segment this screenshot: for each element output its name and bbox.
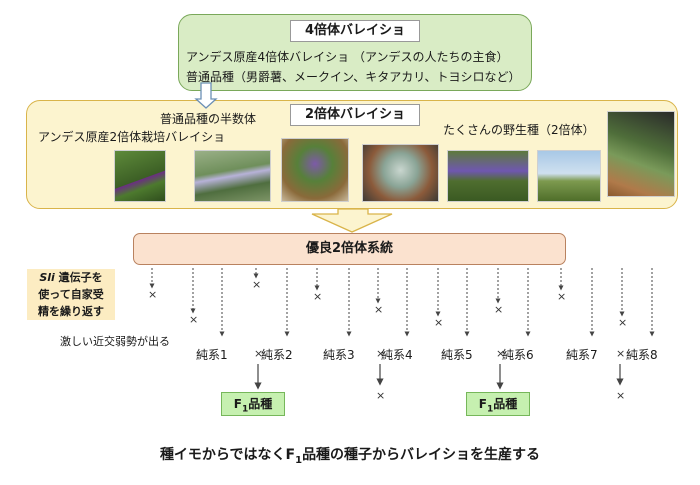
pure-line-6: 純系6 [502, 348, 534, 362]
pure-line-cross-3: × [496, 347, 506, 360]
f1-letter: F [478, 397, 487, 411]
cross-mark: × [189, 313, 199, 326]
plant-photo-7 [607, 111, 675, 197]
f1-letter: F [233, 397, 242, 411]
pure-line-2: 純系2 [261, 348, 293, 362]
haploid-label: 普通品種の半数体 [160, 112, 257, 126]
f1-subscript: 1 [486, 404, 494, 415]
footer-caption: 種イモからではなくF1品種の種子からバレイショを生産する [0, 444, 700, 466]
tetraploid-andes-text: アンデス原産4倍体バレイショ （アンデスの人たちの主食） [186, 50, 509, 64]
cross-mark: × [148, 288, 158, 301]
plant-photo-3 [281, 138, 349, 202]
diploid-title: 2倍体バレイショ [290, 104, 420, 126]
sli-note-line-2: 使って自家受 [38, 288, 104, 301]
plant-photo-2 [194, 150, 271, 202]
sli-gene-name: Sli [39, 271, 55, 284]
pure-line-cross-4: × [616, 347, 626, 360]
pure-line-3: 純系3 [323, 348, 355, 362]
cross-mark: × [494, 303, 504, 316]
wild-species-label: たくさんの野生種（2倍体） [443, 123, 595, 137]
f1-suffix: 品種 [493, 397, 518, 411]
plant-photo-6 [537, 150, 601, 202]
f1-suffix: 品種 [248, 397, 273, 411]
f1-variety-box-1: F1品種 [221, 392, 285, 416]
sli-note-line-3: 精を繰り返す [38, 305, 104, 318]
tetraploid-title: 4倍体バレイショ [290, 20, 420, 42]
pure-line-7: 純系7 [566, 348, 598, 362]
cross-result-mark: × [616, 389, 626, 402]
plant-photo-5 [447, 150, 529, 202]
cross-mark: × [374, 303, 384, 316]
pure-line-5: 純系5 [441, 348, 473, 362]
cross-mark: × [313, 290, 323, 303]
pure-line-1: 純系1 [196, 348, 228, 362]
footer-text-after: 品種の種子からバレイショを生産する [302, 447, 541, 463]
tetraploid-varieties-text: 普通品種（男爵薯、メークイン、キタアカリ、トヨシロなど） [186, 70, 521, 84]
pure-line-cross-1: × [254, 347, 264, 360]
cross-mark: × [618, 316, 628, 329]
pure-line-cross-2: × [376, 347, 386, 360]
pure-line-4: 純系4 [381, 348, 413, 362]
sli-note-line-1-text: 遺伝子を [54, 271, 103, 284]
elite-diploid-box: 優良2倍体系統 [133, 233, 566, 265]
footer-text-before: 種イモからではなくF [159, 447, 296, 463]
cross-mark: × [252, 278, 262, 291]
andes-diploid-label: アンデス原産2倍体栽培バレイショ [38, 130, 226, 144]
haploid-arrow [194, 82, 218, 109]
f1-subscript: 1 [241, 404, 249, 415]
pure-line-8: 純系8 [626, 348, 658, 362]
sli-note-line-1: Sli 遺伝子を [27, 269, 115, 286]
footer-subscript: 1 [295, 454, 303, 466]
plant-photo-4 [362, 144, 439, 202]
cross-result-mark: × [376, 389, 386, 402]
inbreeding-depression-note: 激しい近交弱勢が出る [60, 335, 170, 348]
cross-mark: × [557, 290, 567, 303]
cross-mark: × [434, 316, 444, 329]
diploid-to-elite-arrow [311, 208, 393, 233]
f1-variety-box-2: F1品種 [466, 392, 530, 416]
plant-photo-1 [114, 150, 166, 202]
sli-gene-note: Sli 遺伝子を 使って自家受 精を繰り返す [27, 269, 115, 320]
